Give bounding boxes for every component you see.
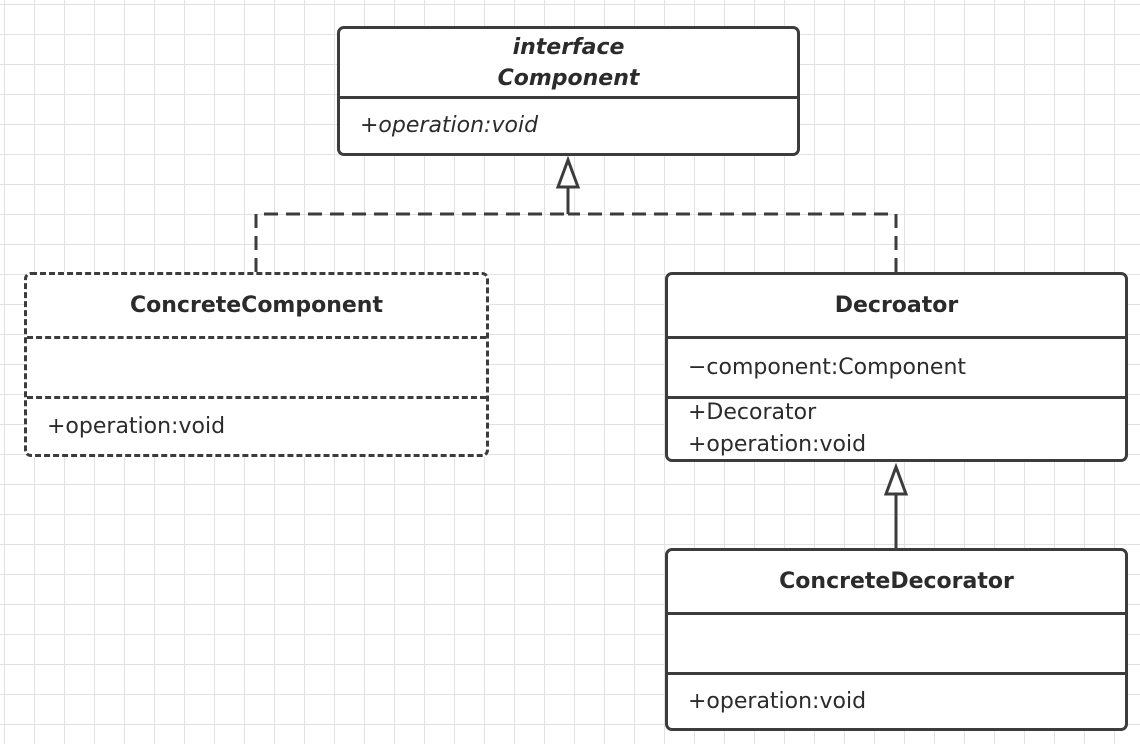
realization-arrowhead xyxy=(555,155,581,189)
concrete-decorator-name-compartment: ConcreteDecorator xyxy=(668,551,1125,612)
component-operations: +operation:void xyxy=(340,96,797,153)
decorator-attributes: −component:Component xyxy=(668,336,1125,396)
decorator-operations: +Decorator +operation:void xyxy=(668,396,1125,459)
component-name-compartment: interface Component xyxy=(340,29,797,96)
decorator-name: Decroator xyxy=(834,293,959,318)
concrete-decorator-operations: +operation:void xyxy=(668,672,1125,728)
concrete-decorator-name: ConcreteDecorator xyxy=(779,569,1014,594)
concrete-component-name: ConcreteComponent xyxy=(130,293,383,318)
concrete-decorator-attributes xyxy=(668,612,1125,672)
decorator-attribute: −component:Component xyxy=(688,354,967,380)
realization-line-concrete-component xyxy=(254,212,568,272)
component-stereotype: interface xyxy=(512,34,625,60)
component-interface-box[interactable]: interface Component +operation:void xyxy=(337,26,800,156)
concrete-decorator-box[interactable]: ConcreteDecorator +operation:void xyxy=(665,548,1128,731)
concrete-component-box[interactable]: ConcreteComponent +operation:void xyxy=(24,272,489,457)
generalization-arrowhead xyxy=(883,462,909,496)
concrete-decorator-operation: +operation:void xyxy=(688,688,867,714)
realization-line-decorator xyxy=(568,212,898,272)
component-name: Component xyxy=(497,65,640,91)
concrete-component-name-compartment: ConcreteComponent xyxy=(27,275,486,336)
decorator-operation: +operation:void xyxy=(688,432,867,457)
component-operation: +operation:void xyxy=(360,113,539,138)
concrete-component-attributes xyxy=(27,336,486,396)
decorator-box[interactable]: Decroator −component:Component +Decorato… xyxy=(665,272,1128,462)
concrete-component-operation: +operation:void xyxy=(47,413,226,439)
concrete-component-operations: +operation:void xyxy=(27,396,486,454)
decorator-operation-constructor: +Decorator xyxy=(688,400,817,425)
decorator-name-compartment: Decroator xyxy=(668,275,1125,336)
